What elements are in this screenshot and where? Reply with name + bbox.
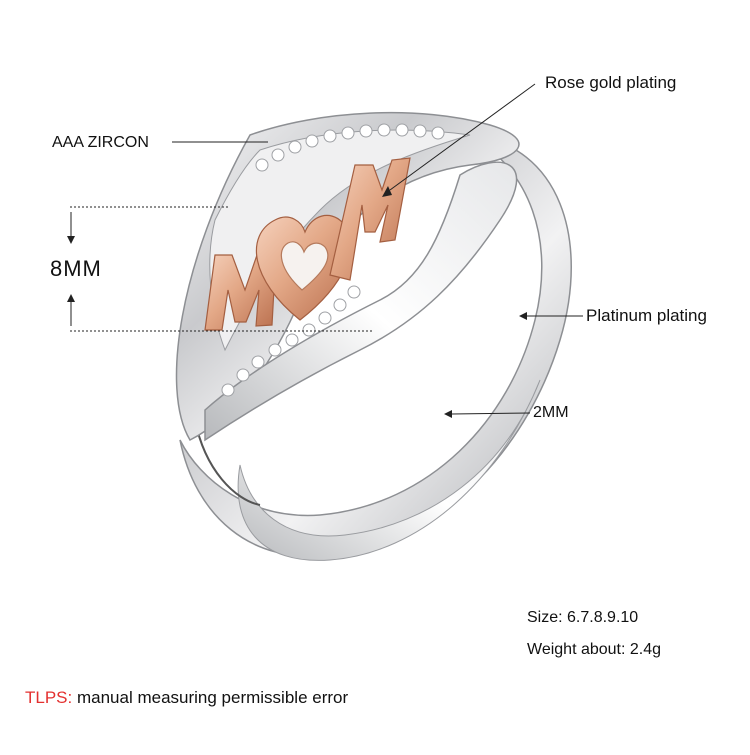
weight-spec: Weight about: 2.4g bbox=[527, 641, 662, 658]
width-label: 2MM bbox=[533, 404, 569, 421]
zircon-stones bbox=[221, 123, 445, 397]
arrow-down-icon bbox=[67, 236, 75, 244]
ring-band bbox=[179, 134, 572, 561]
arrow-left-icon bbox=[444, 410, 452, 418]
rose-gold-label: Rose gold plating bbox=[545, 73, 677, 92]
height-label: 8MM bbox=[50, 256, 102, 281]
measurement-note: TLPS: manual measuring permissible error bbox=[25, 688, 348, 708]
rose-gold-leader-line bbox=[389, 83, 536, 191]
mom-lettering bbox=[204, 157, 411, 331]
arrow-left-icon bbox=[382, 186, 392, 197]
callout-lines bbox=[70, 83, 583, 415]
arrowheads bbox=[67, 186, 527, 418]
width-leader-line bbox=[451, 412, 531, 415]
zircon-label: AAA ZIRCON bbox=[52, 134, 149, 151]
size-spec: Size: 6.7.8.9.10 bbox=[527, 609, 639, 626]
note-text: manual measuring permissible error bbox=[72, 688, 349, 707]
arrow-left-icon bbox=[519, 312, 527, 320]
arrow-up-icon bbox=[67, 294, 75, 302]
note-tag: TLPS: bbox=[25, 688, 73, 707]
platinum-label: Platinum plating bbox=[586, 306, 707, 325]
